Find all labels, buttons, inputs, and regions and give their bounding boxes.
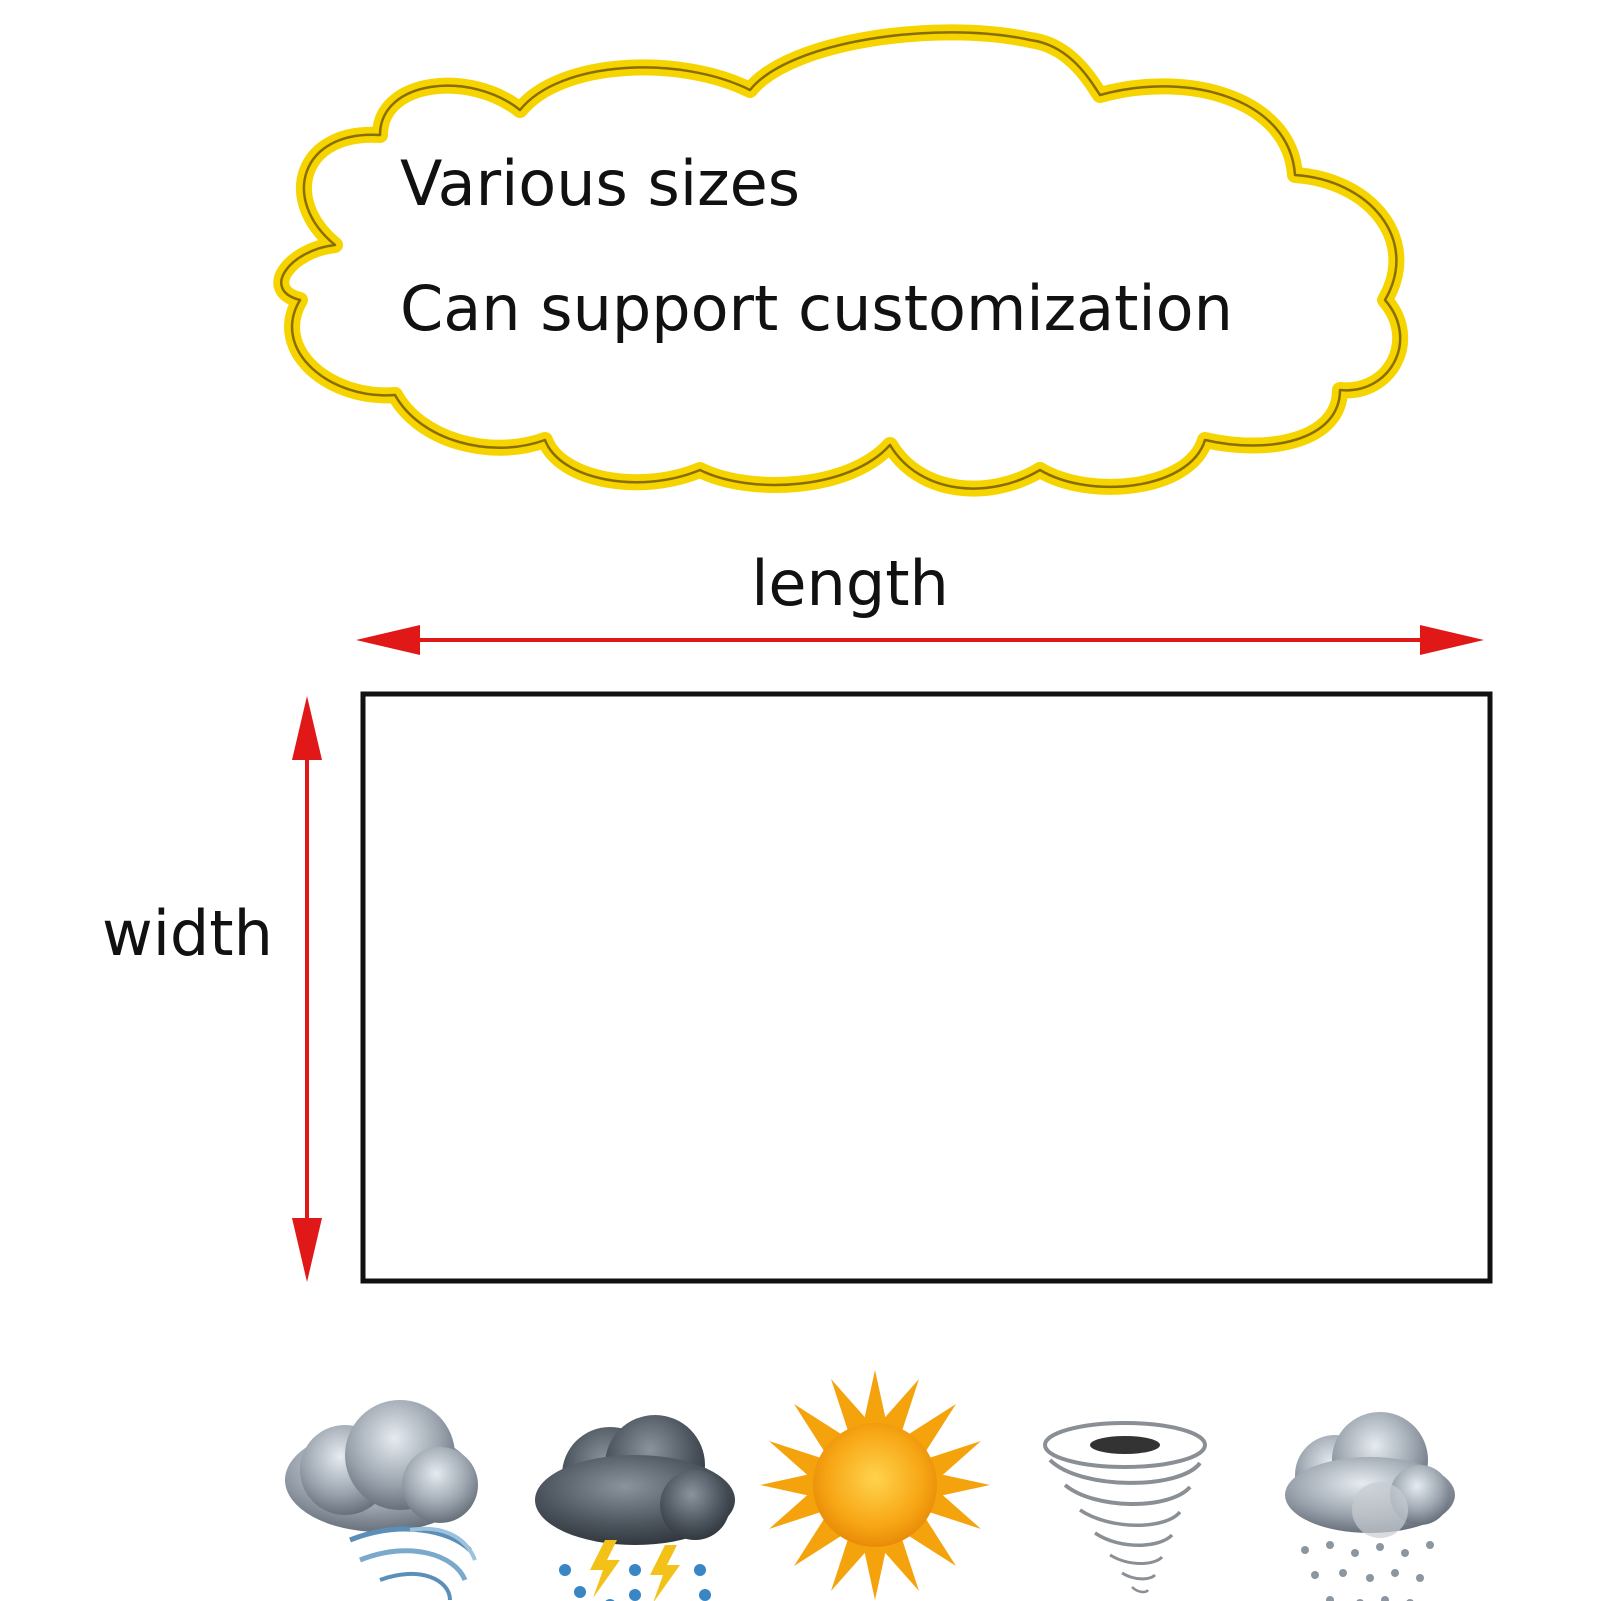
width-dimension: width [102, 696, 322, 1282]
cloud-callout-outline [273, 24, 1409, 497]
length-arrow-left-head [356, 625, 420, 655]
dimension-box [360, 691, 1493, 1284]
weather-icons-row [285, 1370, 1455, 1601]
cloud-callout: Various sizes Can support customization [273, 24, 1409, 497]
tornado-icon [1043, 1421, 1207, 1594]
rain-cloud-icon [1285, 1412, 1455, 1601]
sun-icon [760, 1370, 990, 1600]
width-arrow-bottom-head [292, 1218, 322, 1282]
callout-line-2: Can support customization [400, 272, 1233, 345]
length-dimension: length [356, 547, 1484, 655]
thunderstorm-icon [535, 1415, 735, 1601]
width-arrow-top-head [292, 696, 322, 760]
windy-cloud-icon [285, 1400, 478, 1601]
length-arrow-right-head [1420, 625, 1484, 655]
width-label: width [102, 897, 273, 970]
length-label: length [751, 547, 949, 620]
callout-line-1: Various sizes [400, 147, 800, 220]
